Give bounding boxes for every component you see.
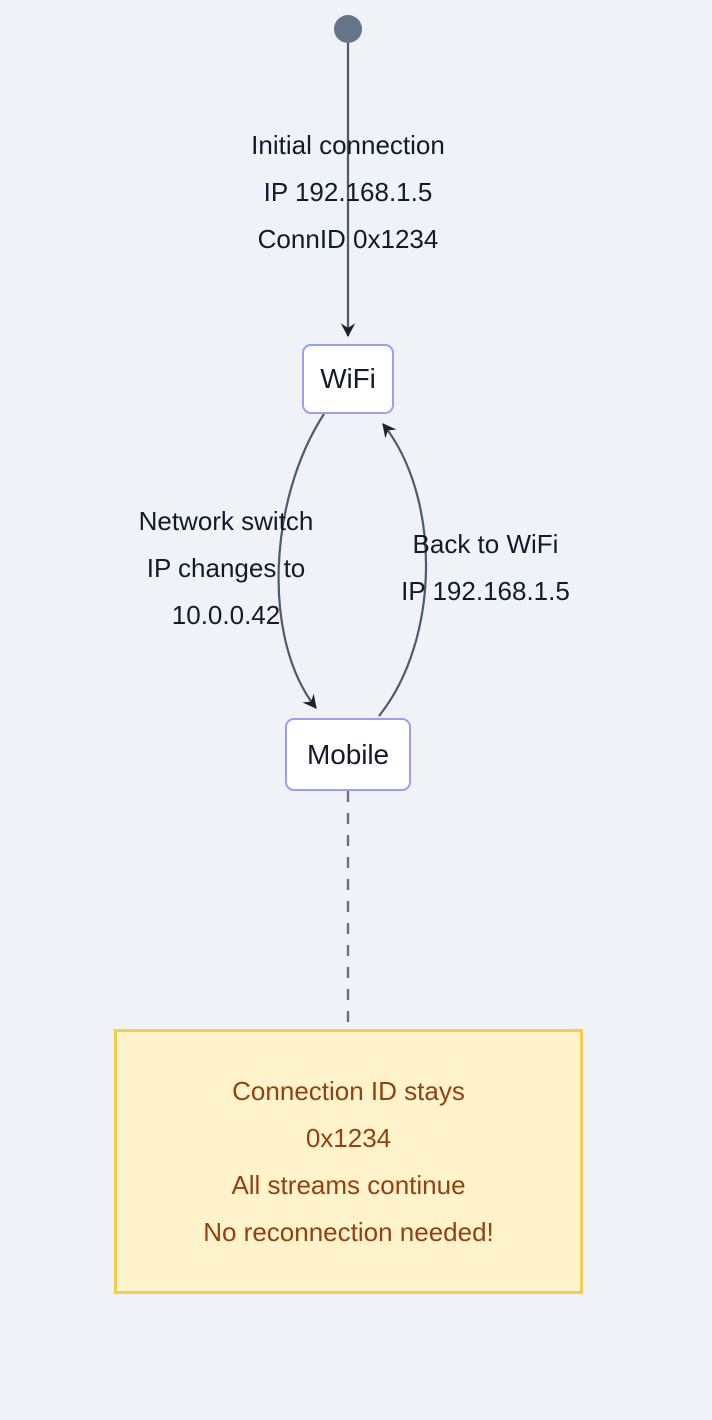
note-line: 0x1234 [305, 1122, 392, 1153]
note-line: All streams continue [231, 1169, 466, 1200]
edge-label-back-to-wifi: Back to WiFi IP 192.168.1.5 [332, 521, 639, 615]
note-connection-id: Connection ID stays 0x1234 All streams c… [114, 1029, 583, 1294]
node-mobile-label: Mobile [307, 738, 389, 770]
edge-label-line: Initial connection [251, 130, 445, 160]
note-line: Connection ID stays [232, 1075, 465, 1106]
edge-wifi-to-mobile [277, 413, 325, 709]
edge-label-line: Network switch [138, 506, 314, 536]
edge-label-line: 10.0.0.42 [171, 600, 281, 630]
edge-label-line: IP 192.168.1.5 [401, 576, 570, 606]
node-wifi[interactable]: WiFi [302, 344, 394, 414]
edge-label-line: IP 192.168.1.5 [263, 177, 433, 207]
node-mobile[interactable]: Mobile [285, 718, 411, 791]
edge-label-initial-connection: Initial connection IP 192.168.1.5 ConnID… [146, 122, 550, 263]
edge-label-network-switch: Network switch IP changes to 10.0.0.42 [66, 498, 386, 639]
note-line: No reconnection needed! [203, 1216, 494, 1247]
node-wifi-label: WiFi [320, 363, 376, 394]
edge-label-line: ConnID 0x1234 [257, 224, 439, 254]
start-node-circle [334, 15, 362, 43]
edge-mobile-to-wifi [378, 423, 428, 717]
edge-label-line: IP changes to [146, 553, 306, 583]
edge-label-line: Back to WiFi [412, 529, 559, 559]
